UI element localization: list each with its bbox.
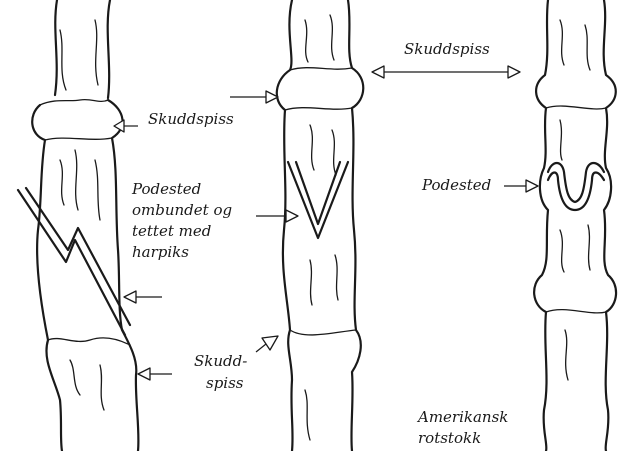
label-podested-ombundet-2: ombundet og [132,201,232,220]
label-skuddspiss-bottom-1: Skudd- [194,352,247,371]
label-skuddspiss-left: Skuddspiss [148,110,234,129]
right-stem [534,0,616,451]
label-podested-right: Podested [422,176,491,195]
middle-stem [277,0,363,451]
left-stem [18,0,138,451]
label-rootstock-2: rotstokk [418,429,481,448]
label-podested-ombundet-3: tettet med [132,222,211,241]
label-podested-ombundet-4: harpiks [132,243,189,262]
label-rootstock-1: Amerikansk [418,408,508,427]
label-skuddspiss-bottom-2: spiss [206,374,244,393]
label-skuddspiss-top: Skuddspiss [404,40,490,59]
label-podested-ombundet-1: Podested [132,180,201,199]
